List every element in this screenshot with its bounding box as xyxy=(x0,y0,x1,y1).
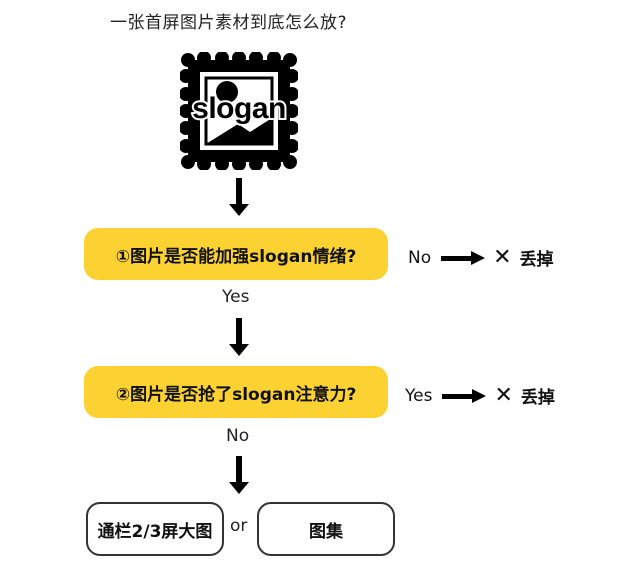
reject-2-label: Yes xyxy=(405,385,433,406)
arrow-right-icon xyxy=(442,388,487,403)
stamp-image-icon: slogan xyxy=(179,51,299,171)
stamp-logo-graphic xyxy=(179,51,299,171)
arrow-right-icon xyxy=(441,250,486,265)
arrow-down-icon xyxy=(229,318,249,356)
pass-2-label: No xyxy=(226,426,250,446)
pass-1-label: Yes xyxy=(222,287,250,307)
cross-icon: ✕ xyxy=(494,382,513,408)
reject-path-1: No ✕ 丢掉 xyxy=(408,245,554,270)
outcome-box-gallery: 图集 xyxy=(257,502,395,556)
arrow-down-icon xyxy=(229,178,249,216)
decision-2-question: ②图片是否抢了slogan注意力? xyxy=(115,384,357,405)
decision-box-2: ②图片是否抢了slogan注意力? xyxy=(84,366,388,418)
reject-2-action: 丢掉 xyxy=(520,388,555,408)
outcome-a-label: 通栏2/3屏大图 xyxy=(97,521,213,542)
decision-box-1: ①图片是否能加强slogan情绪? xyxy=(84,228,388,280)
page-title: 一张首屏图片素材到底怎么放? xyxy=(110,13,348,33)
cross-icon: ✕ xyxy=(493,244,512,270)
outcome-connector: or xyxy=(230,516,248,536)
reject-1-action: 丢掉 xyxy=(519,250,554,270)
arrow-down-icon xyxy=(229,456,249,494)
reject-1-label: No xyxy=(408,247,432,268)
logo-text: slogan xyxy=(190,90,288,127)
outcome-box-fullwidth: 通栏2/3屏大图 xyxy=(86,502,224,556)
outcome-b-label: 图集 xyxy=(309,521,343,542)
decision-1-question: ①图片是否能加强slogan情绪? xyxy=(115,246,357,267)
reject-path-2: Yes ✕ 丢掉 xyxy=(405,383,555,408)
